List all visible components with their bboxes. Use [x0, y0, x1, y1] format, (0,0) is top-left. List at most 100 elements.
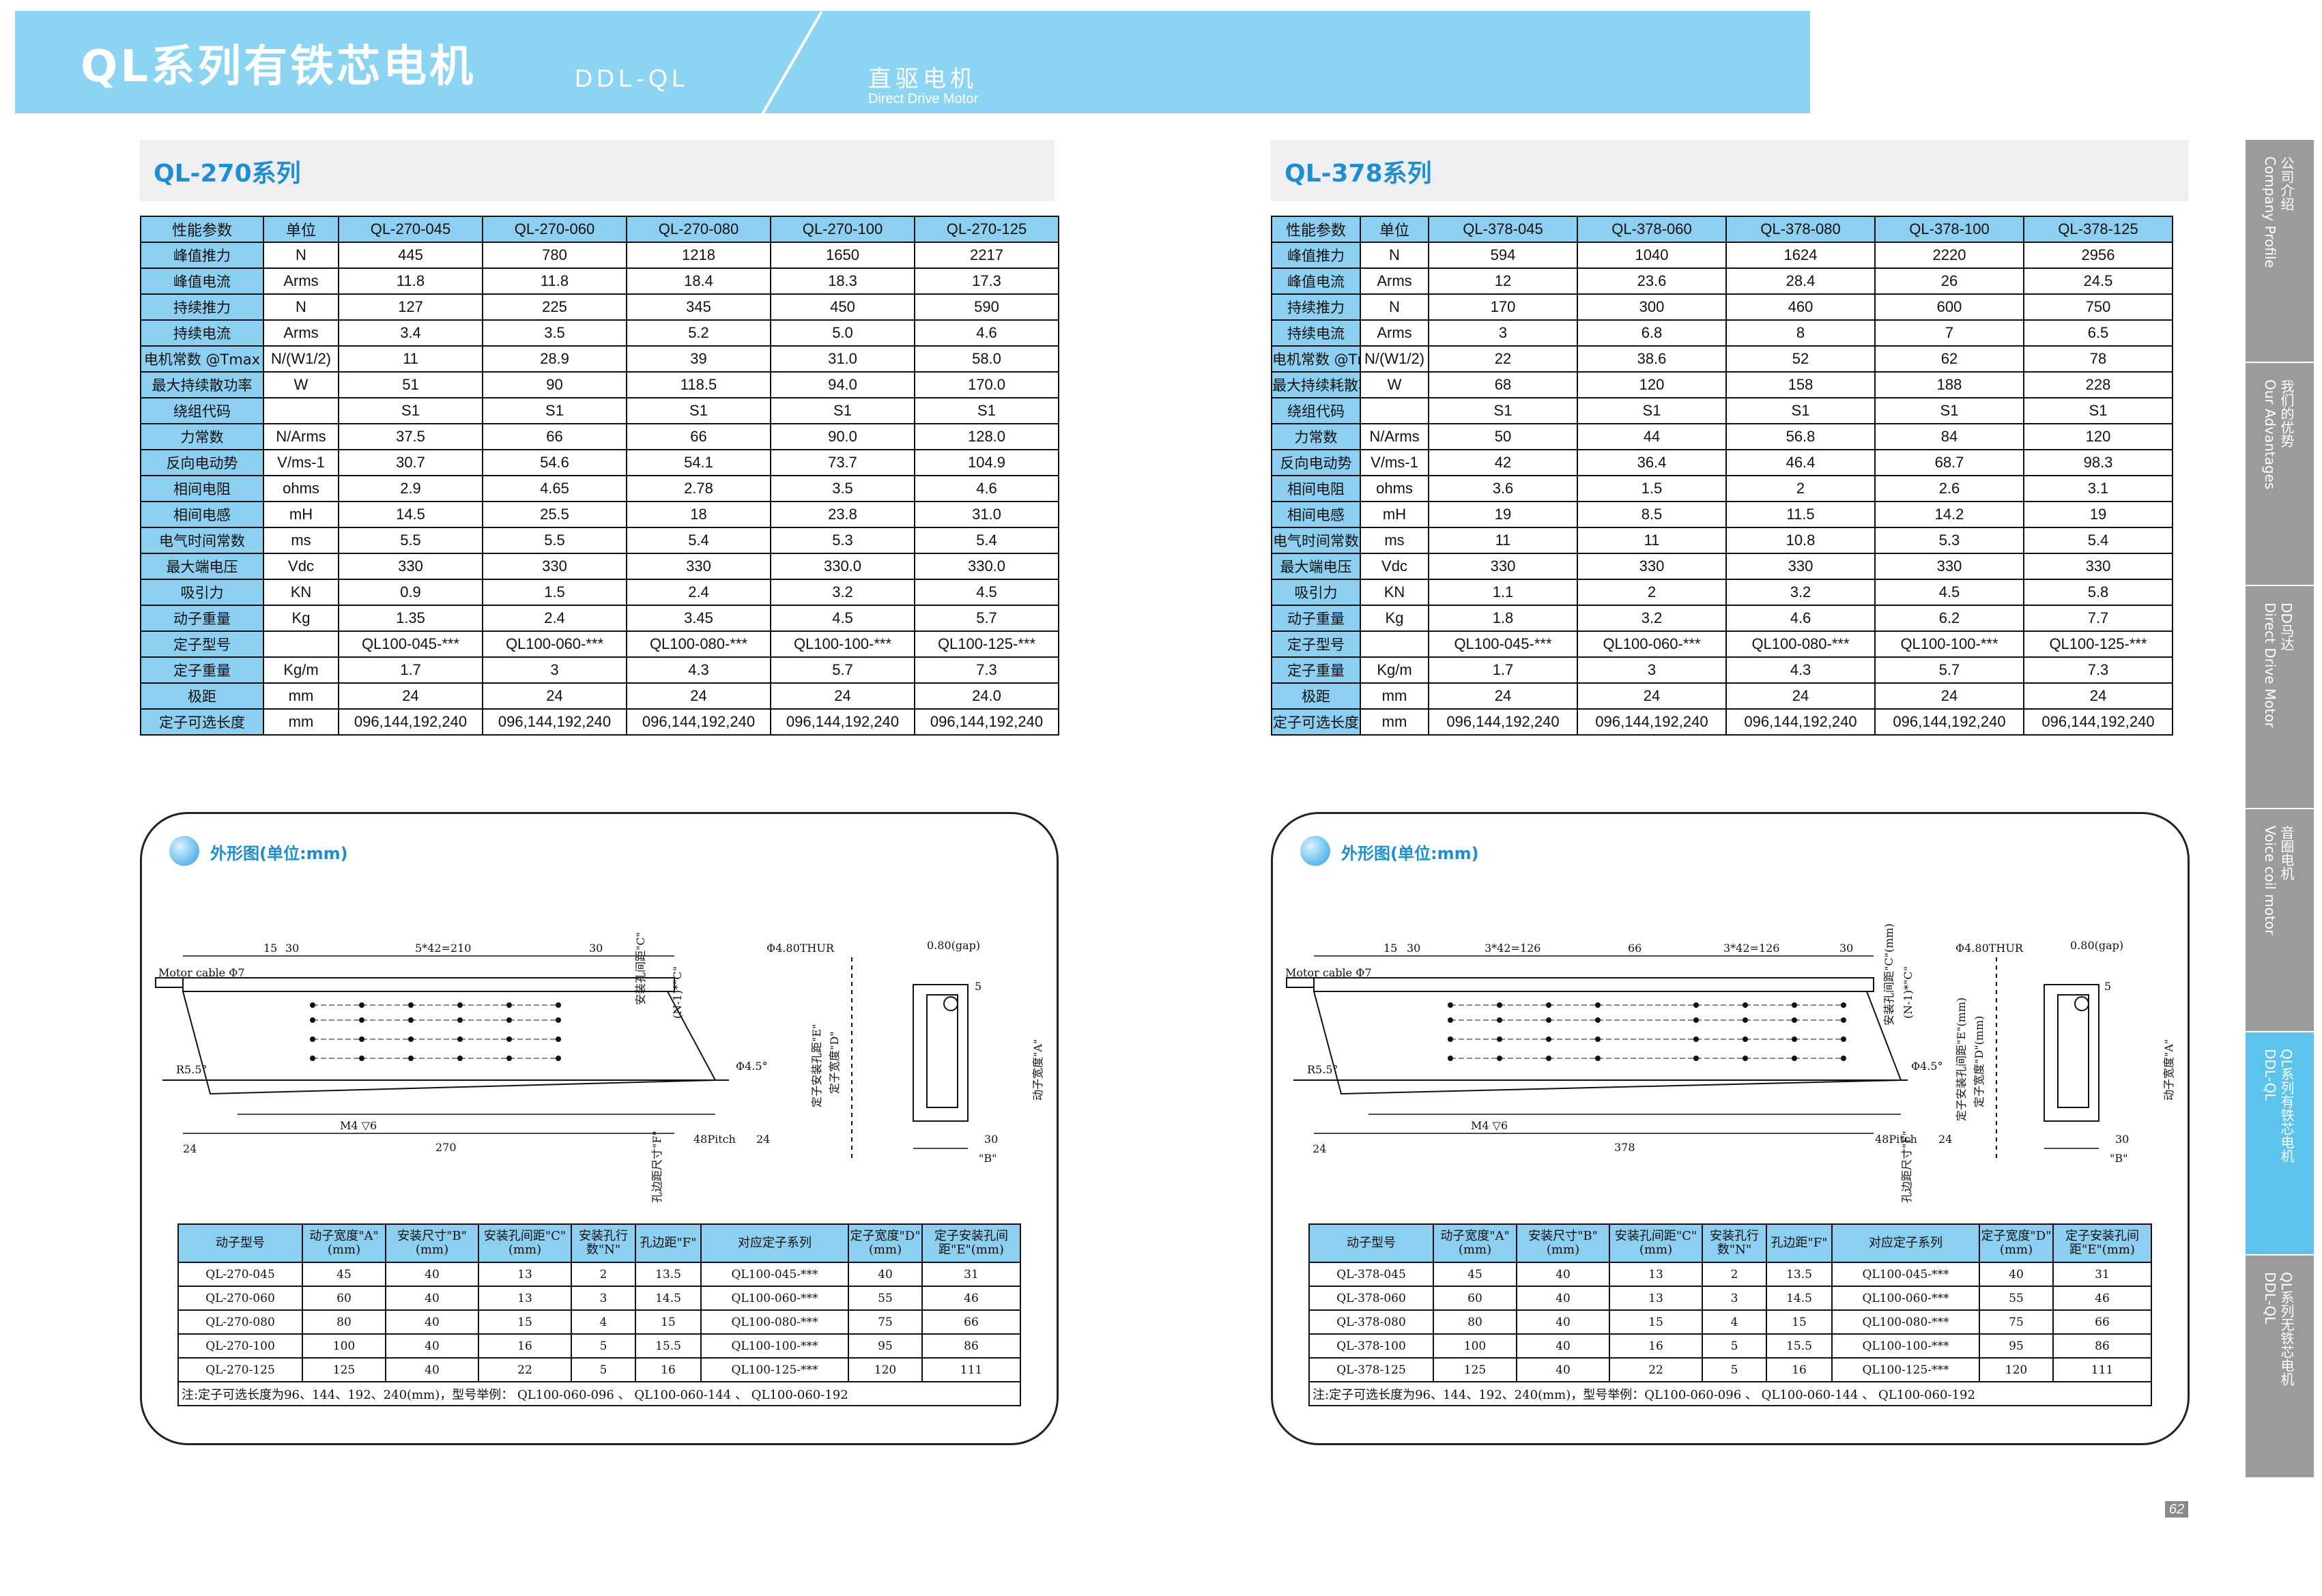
mount-hole: [1743, 1036, 1748, 1042]
mount-hole: [1693, 1017, 1699, 1023]
dimension-title: 外形图(单位:mm): [210, 844, 348, 863]
spec-param-cell: 定子型号: [1271, 630, 1361, 658]
mover-header-cell: 动子型号: [1308, 1223, 1434, 1263]
spec-value-cell: 24: [338, 682, 483, 710]
mount-hole: [1841, 1036, 1846, 1042]
spec-value-cell: 330: [1577, 553, 1727, 580]
dim-label: 30: [1839, 942, 1853, 955]
mover-cell: 5: [1702, 1333, 1767, 1359]
spec-unit-cell: ohms: [1360, 475, 1429, 502]
spec-value-cell: 24: [1874, 682, 2024, 710]
spec-value-cell: S1: [2023, 397, 2173, 424]
spec-value-cell: QL100-060-***: [482, 630, 627, 658]
spec-unit-cell: N: [1360, 242, 1429, 269]
mount-hole: [1743, 1017, 1748, 1023]
spec-value-cell: 52: [1725, 345, 1876, 373]
spec-value-cell: 120: [2023, 423, 2173, 450]
spec-header-cell: 性能参数: [140, 216, 264, 243]
mount-hole: [1841, 1002, 1846, 1008]
spec-header-cell: QL-270-125: [914, 216, 1059, 243]
spec-value-cell: 780: [482, 242, 627, 269]
spec-value-cell: 5.4: [2023, 527, 2173, 554]
spec-value-cell: 460: [1725, 293, 1876, 321]
mount-hole: [1743, 1002, 1748, 1008]
spec-value-cell: 3: [482, 656, 627, 684]
series-title: QL-378系列: [1285, 160, 1432, 188]
dim-label: 24: [1313, 1142, 1326, 1155]
spec-unit-cell: W: [1360, 371, 1429, 398]
mover-cell: QL100-045-***: [1831, 1262, 1980, 1287]
mover-table-left: 动子型号动子宽度"A"(mm)安装尺寸"B"(mm)安装孔间距"C"(mm)安装…: [177, 1223, 1021, 1406]
mount-hole: [1792, 1056, 1797, 1061]
mount-hole: [1546, 1017, 1551, 1023]
mover-header-cell: 动子宽度"A"(mm): [302, 1223, 386, 1263]
mover-body: [182, 991, 717, 1095]
mount-hole: [1595, 1017, 1601, 1023]
tab-label-en: Direct Drive Motor: [2262, 603, 2278, 728]
mover-cell: 5: [1702, 1357, 1767, 1382]
spec-unit-cell: mm: [1360, 708, 1429, 736]
mover-header-cell: 安装孔间距"C"(mm): [478, 1223, 572, 1263]
spec-unit-cell: KN: [1360, 579, 1429, 606]
mover-cell: QL100-060-***: [1831, 1286, 1980, 1311]
mover-cell: 125: [1433, 1357, 1517, 1382]
mover-header-cell: 孔边距"F": [1766, 1223, 1833, 1263]
mount-hole: [1595, 1036, 1601, 1042]
spec-value-cell: 2: [1725, 475, 1876, 502]
spec-value-cell: 5.8: [2023, 579, 2173, 606]
mover-top-plate: [1313, 977, 1874, 992]
spec-value-cell: 37.5: [338, 423, 483, 450]
mover-cell: QL100-125-***: [700, 1357, 849, 1382]
spec-unit-cell: ohms: [263, 475, 339, 502]
mover-cell: 66: [921, 1309, 1021, 1335]
mount-hole: [1497, 1017, 1502, 1023]
spec-param-cell: 峰值电流: [1271, 267, 1361, 295]
spec-param-cell: 吸引力: [140, 579, 264, 606]
series-code: DDL-QL: [575, 64, 690, 92]
mover-cell: QL100-060-***: [700, 1286, 849, 1311]
spec-value-cell: 24.5: [2023, 267, 2173, 295]
dim-label: 定子宽度"D": [828, 1031, 841, 1094]
tab-label-en: DDL-QL: [2262, 1272, 2278, 1324]
spec-value-cell: 14.2: [1874, 501, 2024, 528]
mover-cell: 13: [478, 1262, 572, 1287]
spec-unit-cell: Kg/m: [1360, 656, 1429, 684]
mover-cell: 16: [1766, 1357, 1833, 1382]
spec-value-cell: 58.0: [914, 345, 1059, 373]
spec-unit-cell: N/(W1/2): [263, 345, 339, 373]
mover-cell: 31: [2052, 1262, 2152, 1287]
spec-value-cell: 90.0: [770, 423, 915, 450]
spec-value-cell: 096,144,192,240: [914, 708, 1059, 736]
cable-plug: [1286, 977, 1315, 988]
spec-value-cell: 104.9: [914, 449, 1059, 476]
mount-hole: [506, 1056, 512, 1061]
spec-value-cell: 19: [2023, 501, 2173, 528]
spec-value-cell: 4.6: [914, 475, 1059, 502]
spec-value-cell: 18.4: [626, 267, 771, 295]
mount-hole: [1841, 1056, 1846, 1061]
spec-value-cell: QL100-060-***: [1577, 630, 1727, 658]
spec-unit-cell: V/ms-1: [263, 449, 339, 476]
spec-value-cell: 7: [1874, 319, 2024, 347]
spec-unit-cell: N: [263, 242, 339, 269]
spec-value-cell: QL100-100-***: [770, 630, 915, 658]
spec-value-cell: 5.7: [914, 605, 1059, 632]
spec-unit-cell: KN: [263, 579, 339, 606]
mount-hole: [359, 1036, 364, 1042]
spec-value-cell: 51: [338, 371, 483, 398]
